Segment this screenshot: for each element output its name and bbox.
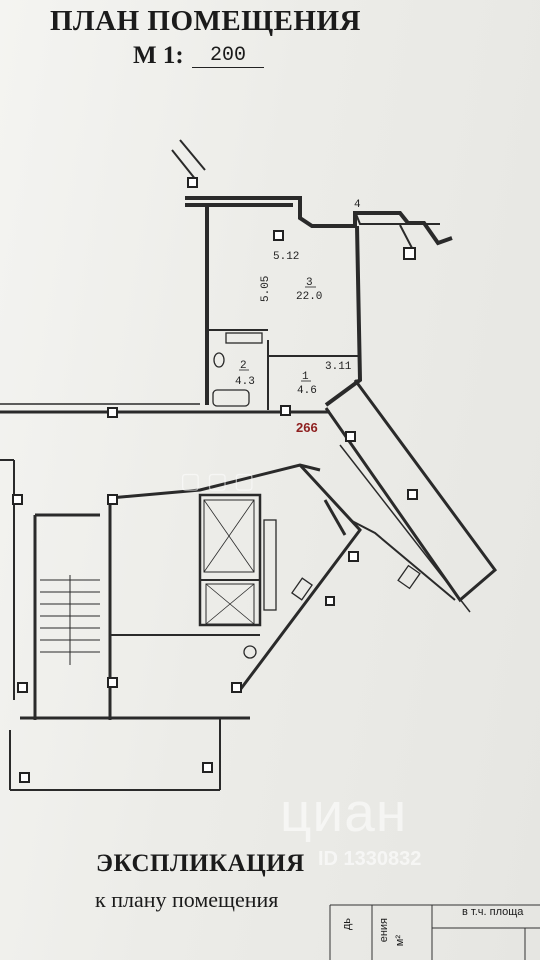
cian-watermark-logo: циан [280, 781, 408, 843]
room-2-number: 2 [240, 360, 247, 372]
room-1-number: 1 [302, 371, 309, 383]
explication-table-lines [329, 904, 540, 960]
room-3-area: 22.0 [296, 291, 322, 303]
room-3-number: 3 [306, 277, 313, 289]
cian-watermark-id: ID 1330832 [318, 848, 422, 870]
table-col-head: в т.ч. площа [462, 906, 524, 918]
explication-subtitle: к плану помещения [95, 887, 279, 912]
apartment-number-marker: 266 [296, 420, 318, 435]
scale-value: 200 [192, 46, 264, 68]
fixtures [212, 332, 421, 659]
table-col-3: м² [394, 935, 406, 947]
building-walls [0, 139, 498, 791]
balcony-number: 4 [354, 199, 361, 211]
room-dimension-height: 5.05 [260, 276, 272, 302]
page-title: ПЛАН ПОМЕЩЕНИЯ [50, 5, 361, 37]
apartment-outline [185, 196, 453, 410]
watermark-top: ▢ ▢ ▢ [180, 468, 255, 493]
table-col-1: дь [341, 918, 353, 931]
room-1-dimension: 3.11 [325, 361, 352, 373]
table-col-2: ения [378, 918, 390, 943]
scale-label: М 1: [133, 42, 184, 69]
room-1-area: 4.6 [297, 385, 317, 397]
room-labels: 4 5.12 5.05 3 22.0 3.11 1 4.6 2 4.3 266 [235, 199, 361, 435]
room-2-area: 4.3 [235, 376, 255, 388]
structural-columns [12, 177, 418, 783]
room-dimension-width: 5.12 [273, 251, 299, 263]
explication-title: ЭКСПЛИКАЦИЯ [96, 850, 305, 877]
